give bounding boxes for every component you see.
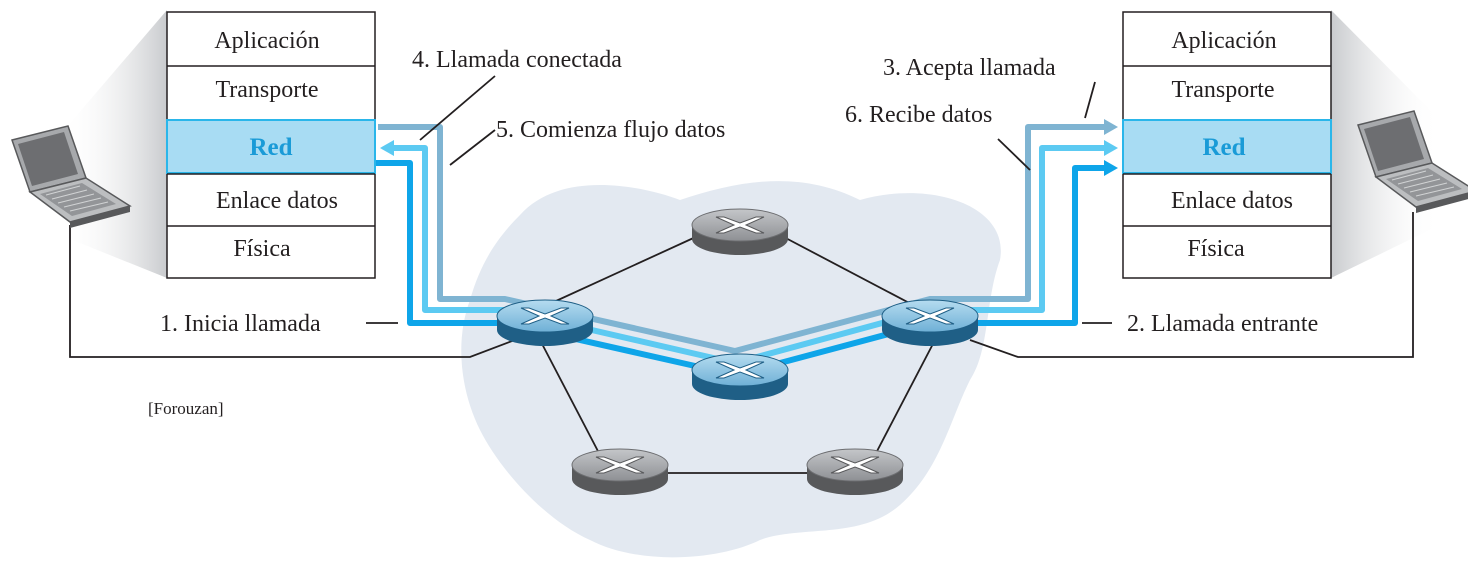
layer-physical: Física [233,236,291,262]
layer-datalink: Enlace datos [1171,188,1293,214]
credit-text: [Forouzan] [148,399,224,418]
left-shade [60,10,167,278]
leader-lines [366,75,1112,324]
layer-datalink: Enlace datos [216,188,338,214]
router-icon [806,448,904,496]
right-access-line [969,212,1414,358]
left-access-line [69,225,521,358]
path-light [378,124,1108,354]
arrow-right-mid [1104,140,1118,156]
layer-application: Aplicación [1171,28,1276,54]
layer-transport: Transporte [1171,77,1274,103]
layer-physical: Física [1187,236,1245,262]
arrow-right-bottom [1104,160,1118,176]
label-step6: 6. Recibe datos [845,102,992,128]
router-icon [691,353,789,401]
arrow-left-mid [380,140,394,156]
right-protocol-stack: Aplicación Transporte Red Enlace datos F… [1122,11,1332,279]
arrow-right-top [1104,119,1118,135]
router-icon [881,299,979,347]
layer-network: Red [1202,134,1245,161]
layer-transport: Transporte [215,77,318,103]
label-step4: 4. Llamada conectada [412,47,622,73]
label-step1: 1. Inicia llamada [160,311,321,337]
router-icon [571,448,669,496]
router-icon [691,208,789,256]
network-links [539,234,936,474]
label-step5: 5. Comienza flujo datos [496,117,725,143]
left-protocol-stack: Aplicación Transporte Red Enlace datos F… [166,11,376,279]
label-step3: 3. Acepta llamada [883,55,1056,81]
router-icon [496,299,594,347]
layer-application: Aplicación [214,28,319,54]
label-step2: 2. Llamada entrante [1127,311,1318,337]
layer-network: Red [249,134,292,161]
